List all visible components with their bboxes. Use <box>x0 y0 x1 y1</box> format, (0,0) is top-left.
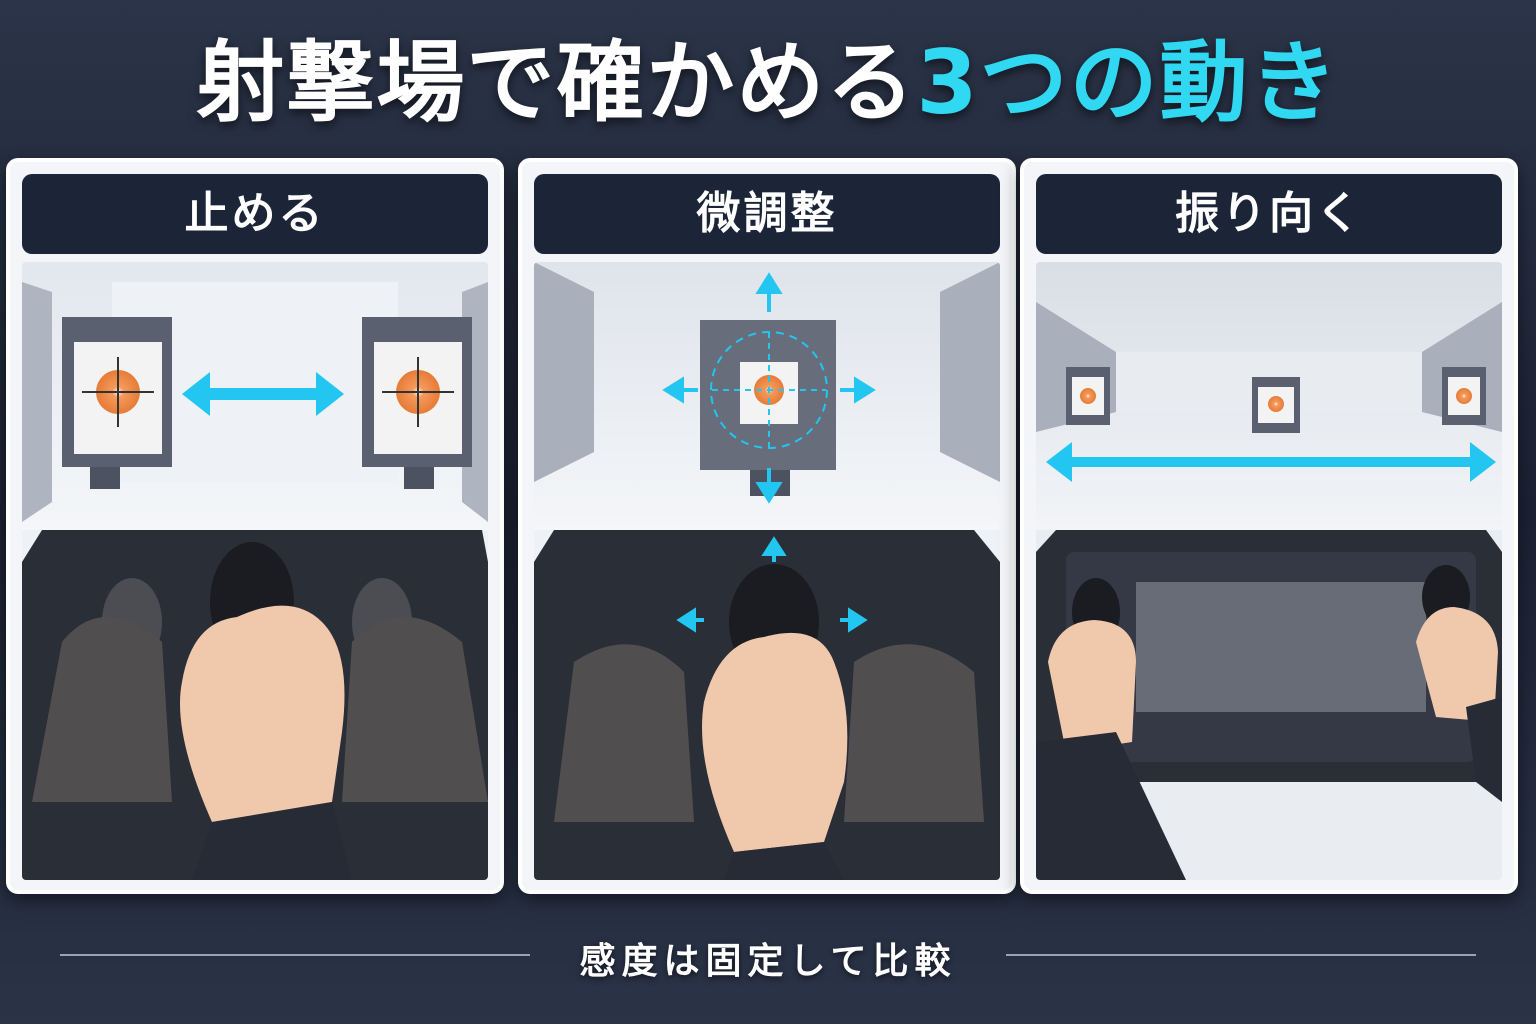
mouse-arrows-icon <box>676 536 868 633</box>
target-center <box>700 320 836 496</box>
target-left <box>62 317 172 489</box>
panel-title: 振り向く <box>1036 174 1502 254</box>
page-title: 射撃場で確かめる3つの動き <box>0 28 1536 138</box>
title-highlight: 3つの動き <box>916 31 1340 134</box>
footer-text: 感度は固定して比較 <box>579 941 957 982</box>
panel-stop: 止める <box>6 158 504 894</box>
footer: 感度は固定して比較 <box>0 926 1536 986</box>
hand-with-mouse <box>180 542 352 880</box>
panel-title: 微調整 <box>534 174 1000 254</box>
wide-horizontal-arrow-icon <box>1046 442 1496 482</box>
ghost-hand-left <box>554 644 694 822</box>
title-main: 射撃場で確かめる <box>196 31 917 134</box>
scene-turn <box>1036 262 1502 880</box>
panel-turn: 振り向く <box>1020 158 1518 894</box>
hand-with-mouse-right <box>1416 565 1502 802</box>
horizontal-double-arrow-icon <box>182 372 344 416</box>
footer-divider-left <box>60 954 530 956</box>
panel-adjust: 微調整 <box>518 158 1016 894</box>
hand-with-mouse <box>702 564 848 880</box>
target-left <box>1066 367 1110 425</box>
hand-with-mouse-left <box>1036 578 1186 880</box>
footer-divider-right <box>1006 954 1476 956</box>
panel-title: 止める <box>22 174 488 254</box>
ghost-hand-right <box>342 578 488 802</box>
ghost-hand-right <box>844 644 984 822</box>
motion-blur <box>1136 582 1426 712</box>
target-right <box>362 317 472 489</box>
target-center <box>1252 377 1300 433</box>
scene-stop <box>22 262 488 880</box>
ghost-hand-left <box>32 578 172 802</box>
target-right <box>1442 367 1486 425</box>
scene-adjust <box>534 262 1000 880</box>
four-way-arrow-icon <box>662 272 876 504</box>
